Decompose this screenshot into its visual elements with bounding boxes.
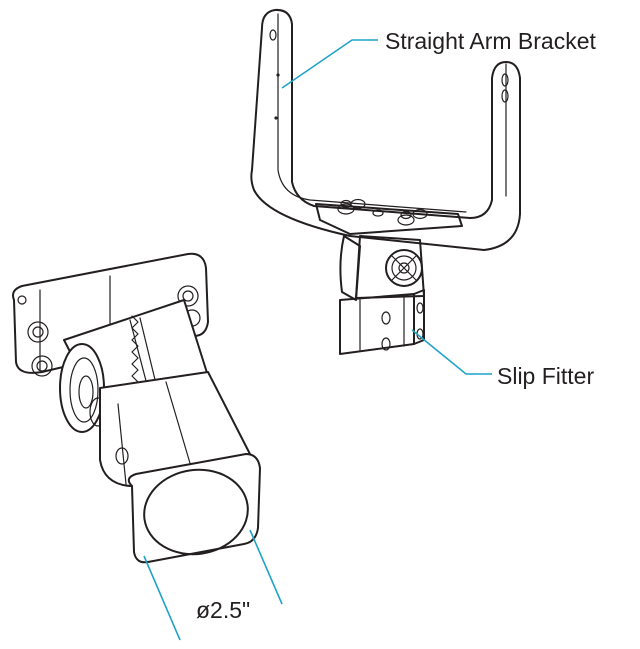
straight-arm-bracket-label: Straight Arm Bracket — [385, 28, 597, 54]
diameter-leader-left — [143, 555, 181, 641]
straight-arm-bracket-drawing — [250, 8, 521, 251]
slip-fitter-label: Slip Fitter — [497, 363, 594, 389]
diameter-label: ø2.5" — [196, 597, 250, 623]
bracket-leader-line — [281, 39, 378, 89]
diameter-leader-right — [249, 529, 283, 605]
slip-fitter-leader-line — [411, 329, 492, 375]
slip-fitter-drawing — [12, 252, 261, 564]
upper-slip-fitter-drawing — [339, 235, 425, 355]
